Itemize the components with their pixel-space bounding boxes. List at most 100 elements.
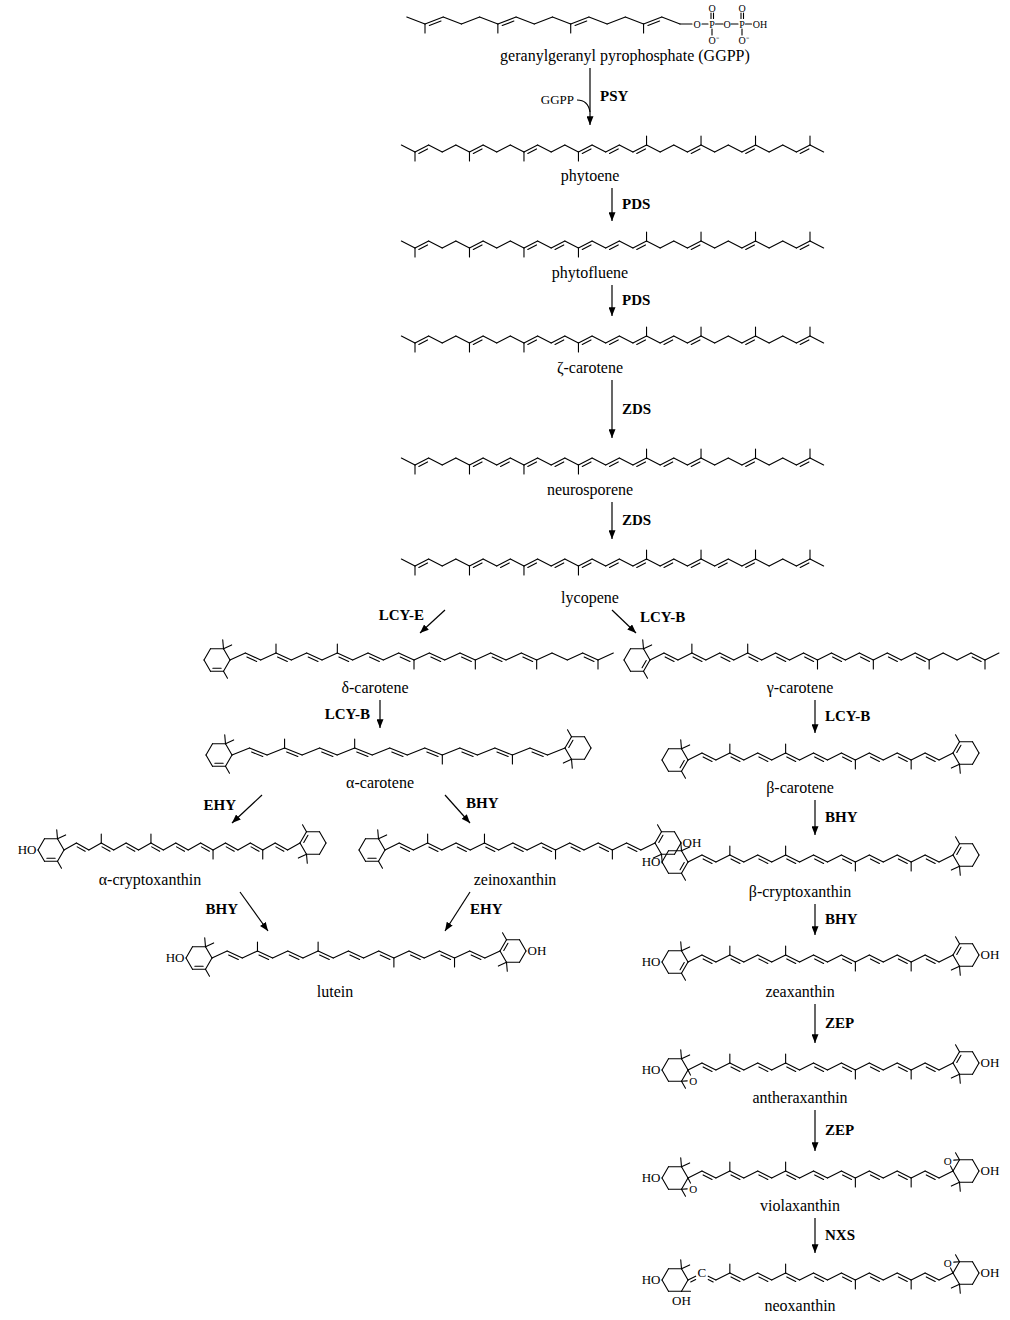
bond-line [262,850,263,859]
bond-line [675,843,682,854]
reaction-arrow [611,285,612,316]
bond-line [45,838,58,839]
bond-line [606,241,620,248]
bond-line [524,559,538,566]
bond-line [457,847,466,851]
bond-line [151,843,163,850]
bond-line [898,1067,907,1071]
bond-line [442,145,456,152]
bond-line [911,1063,925,1070]
bond-line [869,1273,883,1280]
bond-line [473,563,482,567]
atom-label: HO [166,951,185,965]
bond-line [578,241,592,248]
bond-line [443,17,461,24]
bond-line [870,1067,879,1071]
bond-line [680,963,684,970]
bond-line [631,648,644,649]
bond-line [454,958,455,967]
bond-line [744,1171,758,1178]
bond-line [424,951,439,958]
bond-line [729,846,730,855]
bond-line [688,753,702,760]
bond-line [800,1171,814,1178]
bond-line [407,17,425,24]
bond-line [528,462,537,466]
bond-line [716,1063,730,1070]
bond-line [163,843,175,850]
bond-line [610,245,619,249]
bond-line [827,1171,841,1178]
bond-line [759,959,768,963]
bond-line [193,946,206,947]
atom-label: HO [18,843,37,857]
bond-line [973,1171,980,1182]
bond-line [911,862,912,871]
bond-line [501,563,510,567]
bond-line [669,850,682,851]
bond-line [772,955,786,962]
atom-label: OH [981,948,1000,962]
bond-line [483,336,497,343]
bond-line [101,834,102,843]
enzyme-label: LCY-E [379,607,424,624]
bond-line [929,653,943,660]
bond-line [796,559,810,566]
bond-line [786,1171,800,1178]
atom-label: O [944,1257,952,1269]
bond-line [224,735,226,744]
bond-line [785,744,786,753]
bond-line [678,653,692,660]
bond-line [275,843,287,850]
bond-line [348,951,363,958]
bond-line [469,241,483,248]
bond-line [674,336,688,343]
compound-name: phytoene [561,167,620,185]
bond-line [379,835,387,839]
compound-name: lutein [317,983,353,1001]
bond-line [555,340,564,344]
bond-line [606,336,620,343]
bond-line [702,23,708,24]
atom-label: OH [981,1164,1000,1178]
bond-line [372,748,390,755]
bond-line [925,1273,939,1280]
reaction-arrow [379,700,380,728]
bond-line [911,1273,925,1280]
bond-line [662,1070,669,1081]
bond-line [730,1063,744,1070]
bond-line [898,1175,907,1179]
bond-line [662,862,669,873]
bond-line [637,340,646,344]
bond-line [756,145,770,152]
bond-line [642,640,644,649]
compound-name: β-cryptoxanthin [749,883,851,901]
bond-line [926,1067,935,1071]
bond-line [213,766,226,767]
atom-label: OH [672,1294,691,1308]
bond-line [815,859,824,863]
enzyme-label: ZDS [622,512,651,529]
bond-line [662,1167,669,1178]
bond-line [873,660,874,669]
bond-line [691,149,700,153]
bond-line [691,462,700,466]
bond-line [477,748,495,755]
bond-line [641,843,655,850]
bond-line [206,969,210,976]
reaction-arrow [814,700,815,733]
compound-node: neoxanthin [630,1256,1005,1315]
bond-line [500,940,507,951]
bond-line [674,145,688,152]
bond-line [744,855,758,862]
bond-line [957,947,961,954]
bond-line [565,145,579,152]
compound-name: ζ-carotene [557,359,623,377]
bond-line [212,951,227,958]
bond-line [648,21,660,25]
bond-line [957,847,961,854]
bond-line [527,843,541,850]
bond-line [442,559,456,566]
bond-line [524,336,538,343]
